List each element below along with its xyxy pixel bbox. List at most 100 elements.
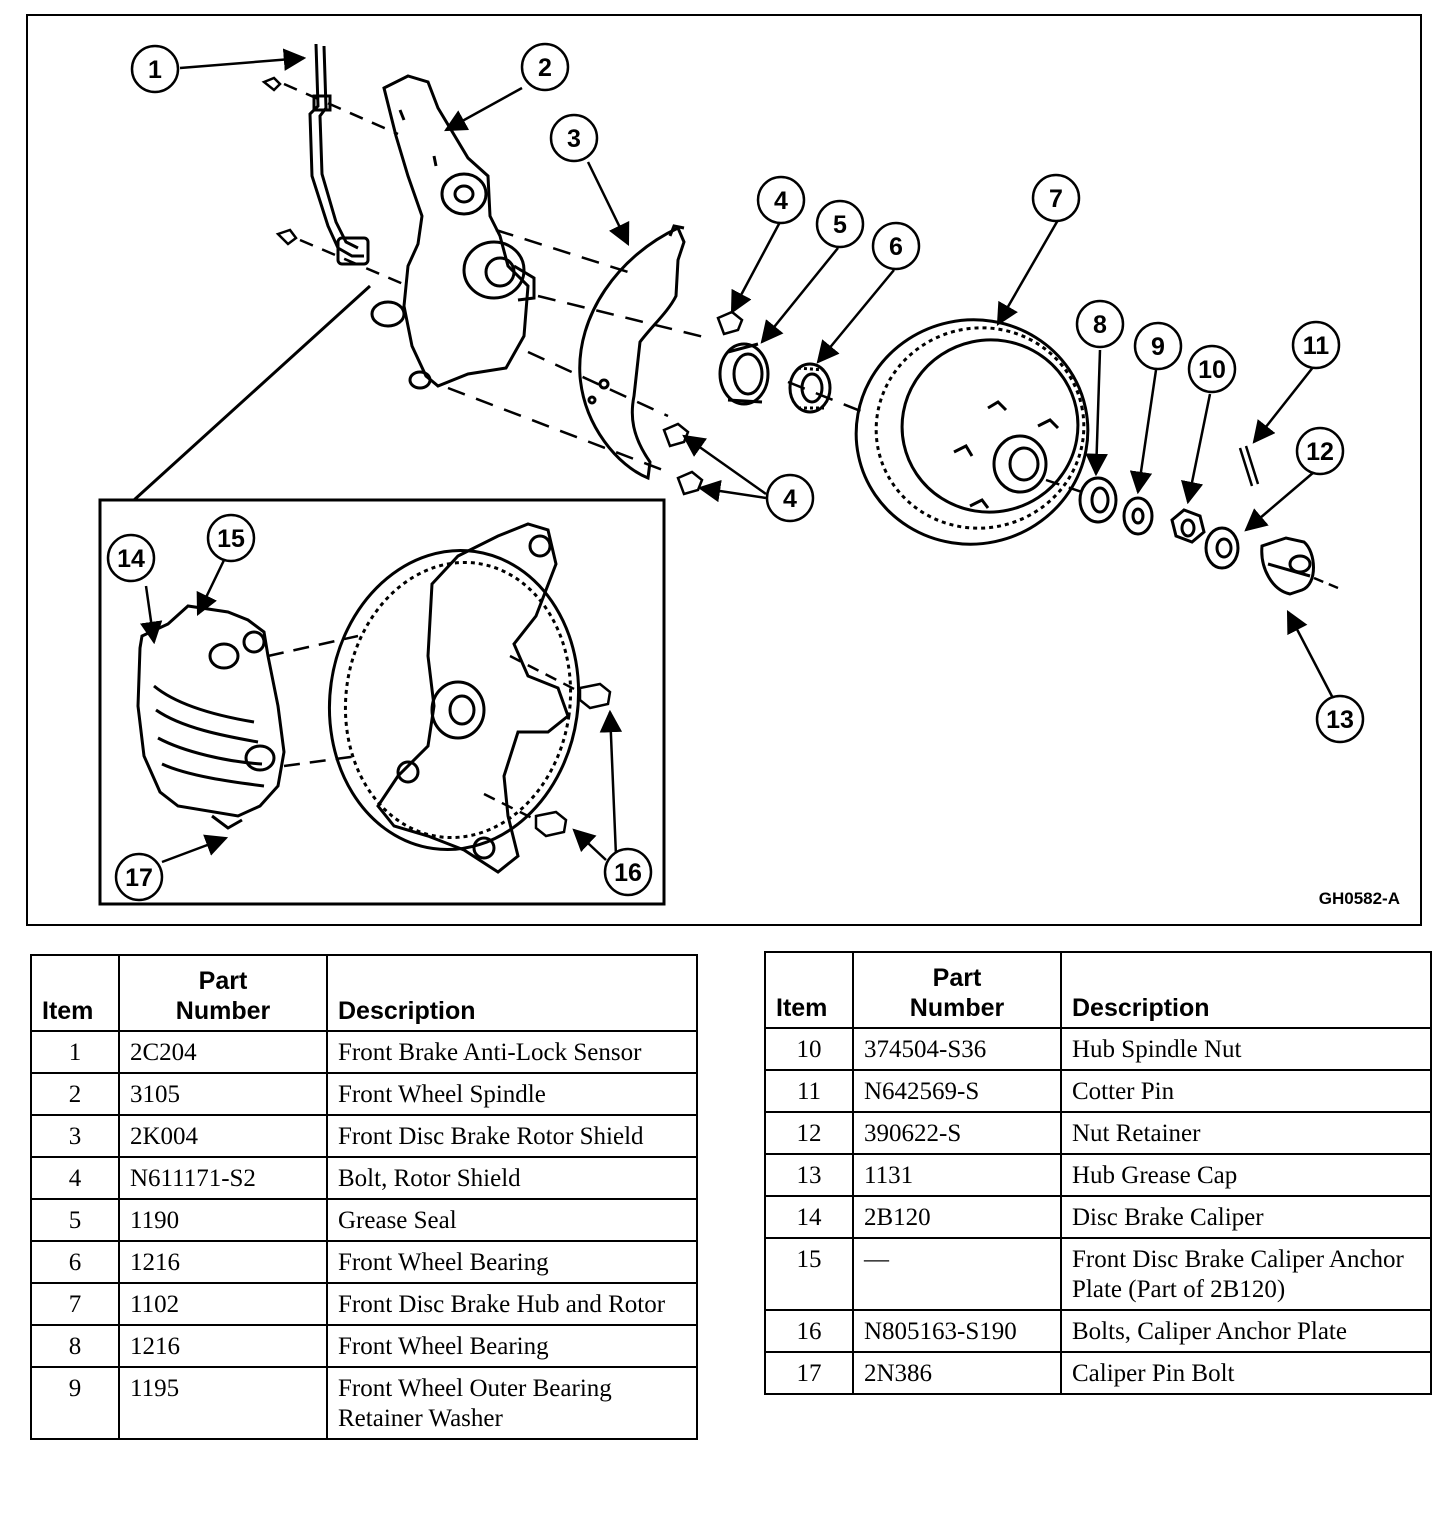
callout-6-label: 6 — [889, 233, 903, 261]
inset-box — [98, 498, 666, 906]
table-row: 15—Front Disc Brake Caliper Anchor Plate… — [764, 1237, 1432, 1311]
row-part: 2C204 — [118, 1030, 328, 1074]
callout-4-bottom: 4 — [765, 473, 815, 523]
row-part: 1195 — [118, 1366, 328, 1440]
row-item: 11 — [764, 1069, 854, 1113]
anti-lock-sensor-drawing — [308, 43, 370, 266]
row-desc: Bolt, Rotor Shield — [326, 1156, 698, 1200]
row-part: 390622-S — [852, 1111, 1062, 1155]
shield-bolts-drawing — [662, 310, 744, 496]
callout-17: 17 — [114, 852, 164, 902]
header-item: Item — [30, 954, 120, 1032]
row-item: 4 — [30, 1156, 120, 1200]
leader-arrows — [139, 48, 1338, 864]
row-desc: Hub Spindle Nut — [1060, 1027, 1432, 1071]
row-part: N611171-S2 — [118, 1156, 328, 1200]
row-desc: Grease Seal — [326, 1198, 698, 1242]
callout-1: 1 — [130, 44, 180, 94]
callout-17-label: 17 — [125, 864, 153, 892]
callout-2-label: 2 — [538, 54, 552, 82]
row-item: 1 — [30, 1030, 120, 1074]
rotor-shield-drawing — [578, 224, 686, 481]
row-desc: Nut Retainer — [1060, 1111, 1432, 1155]
header-description: Description — [1060, 951, 1432, 1029]
row-desc: Front Disc Brake Hub and Rotor — [326, 1282, 698, 1326]
callout-13-label: 13 — [1326, 706, 1354, 734]
row-item: 3 — [30, 1114, 120, 1158]
callout-6: 6 — [871, 221, 921, 271]
row-desc: Bolts, Caliper Anchor Plate — [1060, 1309, 1432, 1353]
row-desc: Front Wheel Spindle — [326, 1072, 698, 1116]
header-part-line2: Number — [909, 994, 1005, 1022]
row-item: 7 — [30, 1282, 120, 1326]
cotter-pin-drawing — [1238, 445, 1260, 487]
row-part: 2K004 — [118, 1114, 328, 1158]
wheel-bearing-inner-drawing — [788, 362, 832, 414]
row-item: 16 — [764, 1309, 854, 1353]
header-part-line2: Number — [175, 997, 271, 1025]
callout-4-bottom-label: 4 — [783, 485, 797, 513]
row-part: 1131 — [852, 1153, 1062, 1197]
row-part: 3105 — [118, 1072, 328, 1116]
sensor-bolts-drawing — [261, 76, 409, 288]
row-item: 10 — [764, 1027, 854, 1071]
callout-15: 15 — [206, 513, 256, 563]
callout-7-label: 7 — [1049, 185, 1063, 213]
row-part: 374504-S36 — [852, 1027, 1062, 1071]
callout-14-label: 14 — [117, 545, 145, 573]
callout-9: 9 — [1133, 321, 1183, 371]
outer-bearing-drawing — [1078, 476, 1118, 524]
row-part: 1216 — [118, 1324, 328, 1368]
row-item: 9 — [30, 1366, 120, 1440]
row-desc: Disc Brake Caliper — [1060, 1195, 1432, 1239]
row-item: 14 — [764, 1195, 854, 1239]
callout-1-label: 1 — [148, 56, 162, 84]
row-item: 17 — [764, 1351, 854, 1395]
header-description: Description — [326, 954, 698, 1032]
grease-cap-drawing — [1260, 536, 1315, 596]
callout-13: 13 — [1315, 694, 1365, 744]
row-part: 2B120 — [852, 1195, 1062, 1239]
callout-10: 10 — [1187, 344, 1237, 394]
row-part: N805163-S190 — [852, 1309, 1062, 1353]
callout-9-label: 9 — [1151, 333, 1165, 361]
callout-4-top-label: 4 — [774, 187, 788, 215]
anchor-plate-bolts-drawing — [534, 682, 612, 838]
callout-3: 3 — [549, 113, 599, 163]
spindle-drawing — [370, 74, 536, 390]
row-desc: Hub Grease Cap — [1060, 1153, 1432, 1197]
callout-11: 11 — [1291, 320, 1341, 370]
row-desc: Front Disc Brake Caliper Anchor Plate (P… — [1060, 1237, 1432, 1311]
callout-12: 12 — [1295, 426, 1345, 476]
row-desc: Front Wheel Outer Bearing Retainer Washe… — [326, 1366, 698, 1440]
callout-4-top: 4 — [756, 175, 806, 225]
callout-3-label: 3 — [567, 125, 581, 153]
row-item: 2 — [30, 1072, 120, 1116]
callout-11-label: 11 — [1303, 332, 1330, 360]
inset-rotor-spindle-drawing — [327, 522, 581, 874]
grease-seal-drawing — [718, 342, 770, 406]
nut-retainer-drawing — [1204, 526, 1240, 570]
row-item: 13 — [764, 1153, 854, 1197]
spindle-nut-drawing — [1170, 508, 1206, 544]
row-desc: Front Disc Brake Rotor Shield — [326, 1114, 698, 1158]
exploded-view-diagram: 1 2 3 4 5 6 7 8 9 10 11 12 13 4 14 15 16… — [26, 14, 1422, 926]
callout-7: 7 — [1031, 173, 1081, 223]
inset-leader-line — [132, 284, 372, 502]
callout-8: 8 — [1075, 299, 1125, 349]
callout-10-label: 10 — [1198, 356, 1226, 384]
row-desc: Cotter Pin — [1060, 1069, 1432, 1113]
